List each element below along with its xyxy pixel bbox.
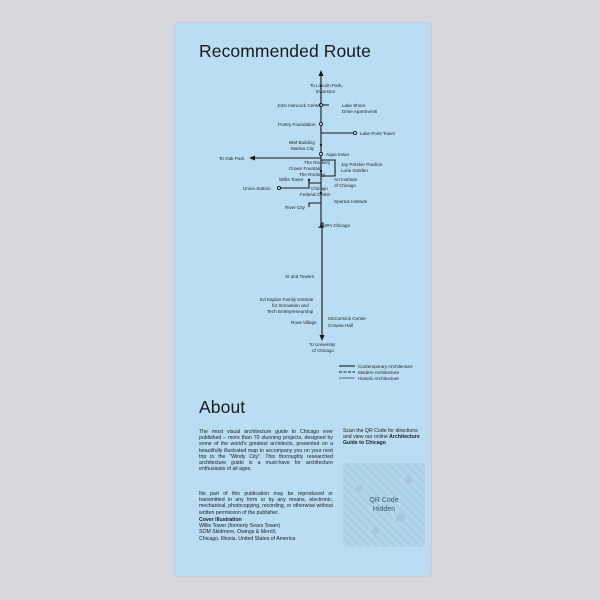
label-mccormick: McCormick Center: [328, 316, 367, 321]
label-roos-village: Roos Village: [291, 320, 317, 325]
label-lincoln-park-1: To Lincoln Park,: [310, 83, 343, 88]
legend-modern: Modern Architecture: [358, 370, 400, 375]
route-center-jog: [320, 222, 323, 229]
label-federal-2: Federal Center: [300, 192, 331, 197]
label-ibm-2: Marina City: [291, 146, 315, 151]
route-branch-river: [308, 202, 321, 207]
label-art-institute-1: Art Institute: [334, 177, 358, 182]
arrow-south: [319, 335, 325, 341]
label-poetry: Poetry Foundation: [278, 122, 316, 127]
about-paragraph-1: The most visual architecture guide to Ch…: [199, 429, 333, 473]
qr-placeholder-label: QR Code Hidden: [343, 497, 425, 514]
route-legend: Contemporary Architecture Modern Archite…: [339, 364, 413, 381]
label-xl-towers: XI and Towers: [285, 274, 315, 279]
stop-ibm: [319, 143, 323, 147]
label-lincoln-park-2: Evanston: [316, 89, 336, 94]
legend-historic: Historic Architecture: [358, 376, 399, 381]
route-branch-union: [279, 182, 321, 189]
label-spertus: Spertus Institute: [334, 199, 368, 204]
route-branch-lakepoint: [320, 127, 355, 134]
label-jay-pritzker-2: Lurie Garden: [341, 168, 368, 173]
label-mcpa: MoPA Chicago: [320, 223, 350, 228]
label-ed-kaplan-3: Tech Entrepreneurship: [267, 309, 314, 314]
stop-federal: [319, 191, 323, 195]
label-crowne: Crowne Hall: [328, 323, 353, 328]
label-art-institute-2: of Chicago: [334, 183, 356, 188]
label-federal-1: Chicago: [311, 186, 328, 191]
about-title: About: [199, 397, 246, 417]
label-willis: Willis Tower: [279, 177, 304, 182]
label-john-hancock: John Hancock Center: [277, 103, 322, 108]
qr-placeholder-line-1: QR Code: [369, 497, 399, 504]
cover-line-1: Willis Tower (formerly Sears Tower): [199, 523, 281, 530]
label-rookery-1: The Rookery: [304, 160, 331, 165]
label-u-chicago-1: To University: [309, 342, 336, 347]
route-branch-jay: [321, 159, 336, 177]
label-u-chicago-2: of Chicago: [312, 348, 334, 353]
qr-code[interactable]: QR Code Hidden: [343, 463, 425, 547]
label-lake-shore-2: Drive Apartments: [342, 109, 378, 114]
label-union: Union Station: [243, 186, 271, 191]
brochure-page: Recommended Route: [175, 23, 431, 576]
qr-bold-link: Architecture Guide to Chicago: [343, 434, 420, 447]
route-map: To Lincoln Park, Evanston John Hancock C…: [219, 70, 413, 381]
about-paragraph-2: No part of this publication may be repro…: [199, 491, 333, 516]
label-jay-pritzker-1: Jay Pritzker Pavilion: [341, 162, 383, 167]
cover-line-2: SOM Skidmore, Owings & Merrill,: [199, 529, 277, 536]
cover-credits: Cover Illustration Willis Tower (formerl…: [199, 517, 339, 542]
qr-instructions: Scan the QR Code for directions and view…: [343, 428, 425, 447]
cover-line-3: Chicago, Illinois, United States of Amer…: [199, 535, 296, 542]
label-river-city: River City: [285, 205, 306, 210]
label-rookery-3: The Rookery: [299, 172, 326, 177]
stop-lakepoint: [352, 130, 358, 136]
arrow-west: [249, 155, 255, 161]
arrow-north: [318, 70, 324, 76]
label-to-oak-park: To Oak Park: [219, 156, 245, 161]
stop-rookery: [319, 169, 323, 173]
label-lake-point: Lake Point Tower: [360, 131, 396, 136]
cover-heading: Cover Illustration: [199, 517, 242, 523]
legend-contemporary: Contemporary Architecture: [358, 364, 413, 369]
stop-hancock: [318, 102, 324, 108]
stop-union: [276, 185, 282, 191]
label-ed-kaplan-1: Ed Kaplan Family Institute: [260, 297, 314, 302]
stop-willis: [307, 178, 311, 182]
stop-poetry: [318, 121, 324, 127]
route-title: Recommended Route: [199, 41, 371, 61]
label-ibm-1: IBM Building: [289, 140, 315, 145]
label-aqua: Aqua tower: [326, 152, 350, 157]
qr-text: Scan the QR Code for directions and view…: [343, 428, 418, 441]
label-ed-kaplan-2: for Innovation and: [272, 303, 309, 308]
qr-placeholder-line-2: Hidden: [372, 505, 396, 513]
label-lake-shore-1: Lake Shore: [342, 103, 366, 108]
route-trunk-offset: [321, 222, 324, 228]
label-rookery-2: Crown Fountain: [289, 166, 322, 171]
stop-aqua: [318, 151, 324, 157]
